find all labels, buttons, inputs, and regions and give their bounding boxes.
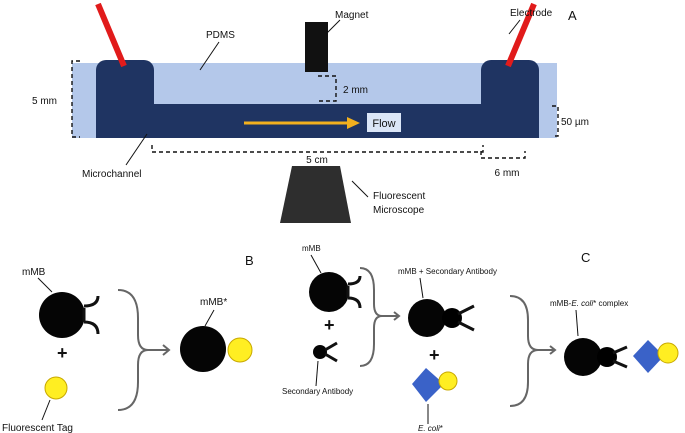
c-brace-1-arrow-head <box>393 311 401 321</box>
b-brace <box>117 289 149 411</box>
c-ecoli-tag <box>438 371 458 391</box>
dim-2mm-label: 2 mm <box>343 85 368 96</box>
microchannel-label: Microchannel <box>82 169 141 180</box>
c-ecoli-star: * <box>440 424 443 433</box>
flow-label: Flow <box>372 118 395 130</box>
c-brace-1 <box>359 267 383 367</box>
dim-5cm-label: 5 cm <box>306 155 328 166</box>
magnet <box>305 22 328 72</box>
c-complex-leader <box>575 309 579 337</box>
c-mmb-receptor <box>346 275 362 309</box>
pdms-label: PDMS <box>206 30 235 41</box>
c-secondary-antibody-arms <box>324 341 338 363</box>
pdms-leader <box>199 41 220 71</box>
panel-c: C mMB + Secondary Antibody mMB + Seconda… <box>282 244 679 433</box>
magnet-label: Magnet <box>335 10 369 21</box>
c-secondary-antibody-leader <box>315 360 319 387</box>
c-plus-2: + <box>429 345 440 365</box>
microchannel-leader <box>125 133 148 166</box>
c-mmb-leader <box>310 254 322 274</box>
c-complex-label: mMB-E. coli* complex <box>550 299 628 308</box>
c-ecoli-italic: E. coli <box>418 424 440 433</box>
electrode-right <box>505 2 537 68</box>
electrode-leader <box>508 19 521 35</box>
fluorescent-microscope <box>280 166 351 223</box>
b-mmb-star-label: mMB* <box>200 297 227 308</box>
panel-a: Flow 5 mm 2 mm 50 µm 5 cm 6 mm PDMS Magn… <box>32 2 589 223</box>
c-mmb-secondary-bead <box>408 299 446 337</box>
dim-5cm-bracket <box>151 145 484 153</box>
dim-5mm-bracket <box>71 60 80 138</box>
flow-arrow-head <box>347 117 360 129</box>
c-complex-tag <box>657 342 679 364</box>
b-fluorescent-tag-label: Fluorescent Tag <box>2 423 73 433</box>
c-mmb-bead <box>309 272 349 312</box>
b-fluorescent-tag <box>44 376 68 400</box>
panel-a-label: A <box>568 8 577 23</box>
c-brace-2 <box>509 295 539 407</box>
c-complex-prefix: mMB- <box>550 299 572 308</box>
c-mmb-secondary-arms <box>457 304 475 332</box>
b-mmb-label: mMB <box>22 267 46 278</box>
b-brace-arrow-head <box>162 344 171 356</box>
c-ecoli-body <box>412 368 444 402</box>
b-plus: + <box>57 343 68 363</box>
microscope-leader <box>351 180 369 198</box>
dim-50um-label: 50 µm <box>561 117 589 128</box>
c-mmb-label: mMB <box>302 244 321 253</box>
panel-b-label: B <box>245 253 254 268</box>
b-tag-leader <box>41 399 51 421</box>
c-complex-ecoli <box>633 340 664 373</box>
microscope-label-line1: Fluorescent <box>373 191 425 202</box>
panel-c-label: C <box>581 250 590 265</box>
c-complex-italic: E. coli <box>571 299 593 308</box>
c-complex-suffix: * complex <box>593 299 628 308</box>
c-secondary-antibody-label: Secondary Antibody <box>282 387 353 396</box>
b-mmb-receptor <box>82 295 100 335</box>
c-brace-2-arrow-head <box>549 345 557 355</box>
b-mmb-star-tag <box>227 337 253 363</box>
c-mmb-secondary-leader <box>419 277 424 299</box>
b-mmb-leader <box>37 277 53 293</box>
c-mmb-secondary-antibody <box>442 308 462 328</box>
c-mmb-secondary-label: mMB + Secondary Antibody <box>398 267 497 276</box>
microchannel-body <box>96 104 539 138</box>
dim-50um-bracket <box>552 105 559 137</box>
c-plus-1: + <box>324 315 335 335</box>
c-complex-bead <box>564 338 602 376</box>
c-complex-antibody <box>597 347 617 367</box>
dim-5mm-label: 5 mm <box>32 96 57 107</box>
dim-2mm-bracket <box>318 75 337 102</box>
magnet-leader <box>325 19 341 35</box>
flow-box <box>367 113 401 132</box>
c-ecoli-label: E. coli* <box>418 424 443 433</box>
c-complex-arms <box>612 345 628 369</box>
dim-6mm-bracket <box>480 151 526 159</box>
electrode-left <box>95 2 127 68</box>
c-secondary-antibody-body <box>313 345 327 359</box>
microscope-label-line2: Microscope <box>373 205 425 216</box>
b-mmb-bead <box>39 292 85 338</box>
electrode-label: Electrode <box>510 8 553 19</box>
dim-6mm-label: 6 mm <box>495 168 520 179</box>
panel-b: B mMB + Fluorescent Tag mMB* <box>2 253 254 433</box>
b-mmb-star-leader <box>204 309 215 327</box>
b-mmb-star-bead <box>180 326 226 372</box>
